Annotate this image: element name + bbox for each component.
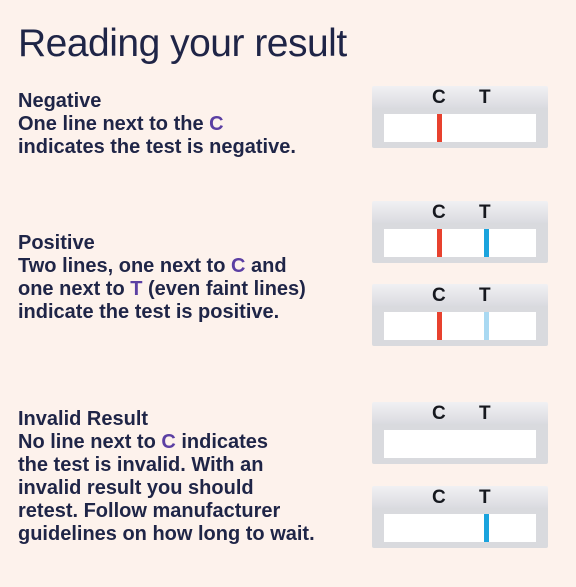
section-invalid: Invalid Result No line next to C indicat… — [18, 408, 315, 546]
test-strip-negative: C T — [372, 86, 548, 148]
strip-window — [384, 229, 536, 257]
test-strip-positive-faint: C T — [372, 284, 548, 346]
strip-label-c: C — [432, 285, 446, 306]
text-line: guidelines on how long to wait. — [18, 523, 315, 545]
strip-label-c: C — [432, 487, 446, 508]
test-line — [484, 514, 489, 542]
control-line — [437, 229, 442, 257]
test-line — [484, 114, 489, 142]
strip-label-t: T — [479, 487, 491, 508]
strip-body — [372, 306, 548, 346]
text-line: indicate the test is positive. — [18, 301, 280, 323]
strip-body — [372, 223, 548, 263]
section-positive: Positive Two lines, one next to C and on… — [18, 232, 306, 324]
section-heading-invalid: Invalid Result — [18, 408, 149, 430]
test-line — [484, 430, 489, 458]
strip-label-t: T — [479, 202, 491, 223]
strip-label-c: C — [432, 403, 446, 424]
strip-header: C T — [372, 86, 548, 108]
control-line — [437, 430, 442, 458]
section-heading-negative: Negative — [18, 90, 102, 112]
strip-body — [372, 424, 548, 464]
test-strip-invalid-t-only: C T — [372, 486, 548, 548]
strip-header: C T — [372, 486, 548, 508]
strip-header: C T — [372, 402, 548, 424]
strip-body — [372, 508, 548, 548]
strip-label-t: T — [479, 403, 491, 424]
test-strip-positive: C T — [372, 201, 548, 263]
control-line — [437, 312, 442, 340]
strip-header: C T — [372, 284, 548, 306]
section-heading-positive: Positive — [18, 232, 95, 254]
strip-window — [384, 114, 536, 142]
test-strip-invalid: C T — [372, 402, 548, 464]
strip-header: C T — [372, 201, 548, 223]
strip-window — [384, 514, 536, 542]
text-line: the test is invalid. With an — [18, 454, 264, 476]
strip-label-t: T — [479, 87, 491, 108]
strip-label-t: T — [479, 285, 491, 306]
text-line: No line next to C indicates — [18, 431, 269, 453]
section-text-negative: One line next to the C indicates the tes… — [18, 113, 296, 159]
strip-window — [384, 430, 536, 458]
strip-window — [384, 312, 536, 340]
strip-label-c: C — [432, 202, 446, 223]
test-line — [484, 229, 489, 257]
control-line — [437, 514, 442, 542]
text-line: indicates the test is negative. — [18, 136, 296, 158]
control-line — [437, 114, 442, 142]
text-line: retest. Follow manufacturer — [18, 500, 281, 522]
section-text-positive: Two lines, one next to C and one next to… — [18, 255, 306, 324]
section-text-invalid: No line next to C indicates the test is … — [18, 431, 315, 546]
page-title: Reading your result — [18, 22, 347, 65]
text-line: invalid result you should — [18, 477, 254, 499]
text-line: One line next to the C — [18, 113, 224, 135]
text-line: Two lines, one next to C and — [18, 255, 287, 277]
strip-label-c: C — [432, 87, 446, 108]
test-line — [484, 312, 489, 340]
text-line: one next to T (even faint lines) — [18, 278, 306, 300]
section-negative: Negative One line next to the C indicate… — [18, 90, 296, 159]
strip-body — [372, 108, 548, 148]
